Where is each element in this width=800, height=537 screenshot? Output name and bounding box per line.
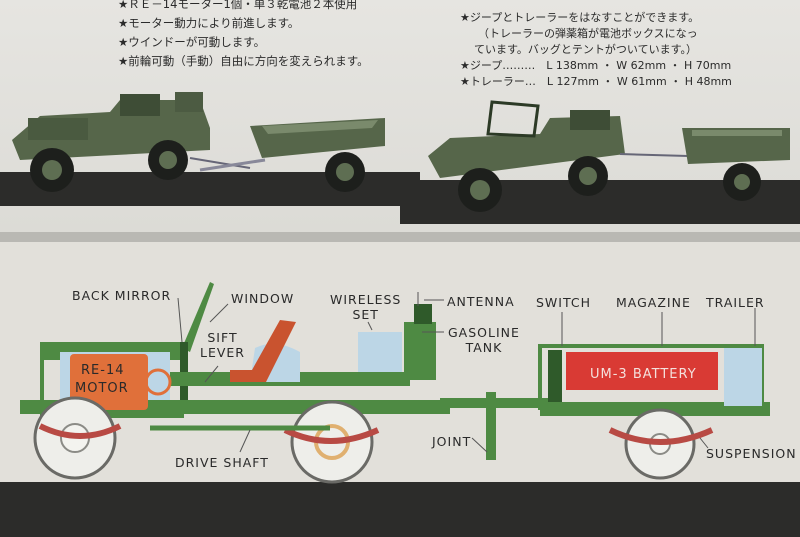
photo-panel: ★ＲＥ－14モーター1個・単３乾電池２本使用 ★モーター動力により前進します。 … [0,0,800,232]
feature-line: （トレーラーの弾薬箱が電池ボックスになっ [478,27,698,40]
feature-line: ★ＲＥ－14モーター1個・単３乾電池２本使用 [118,0,358,11]
feature-line: ★ウインドーが可動します。 [118,35,266,49]
feature-list-left: ★ＲＥ－14モーター1個・単３乾電池２本使用 ★モーター動力により前進します。 … [118,0,369,71]
label-trailer: TRAILER [706,295,765,310]
label-drive-shaft: DRIVE SHAFT [175,455,269,470]
feature-line: ています。バッグとテントがついています。） [474,43,697,56]
feature-line: ★モーター動力により前進します。 [118,16,300,30]
ground-strip [0,482,800,537]
joint-post [486,392,496,460]
label-wireless-set: WIRELESS SET [330,292,402,322]
trailer-spring [608,427,714,445]
driver-seat [230,320,296,382]
label-back-mirror: BACK MIRROR [72,288,172,303]
label-window: WINDOW [231,291,295,306]
label-sift-lever: SIFT LEVER [200,330,245,360]
feature-line: ★前輪可動（手動）自由に方向を変えられます。 [118,54,369,68]
cutaway-diagram [0,282,800,537]
label-battery: UM-3 BATTERY [590,367,697,382]
rear-spring [283,427,380,444]
dimension-line-jeep: ★ジープ……… L 138mm ・ W 62mm ・ H 70mm [460,59,732,72]
feature-list-right: ★ジープとトレーラーをはなすことができます。 （トレーラーの弾薬箱が電池ボックス… [460,10,732,90]
label-joint: JOINT [432,434,472,449]
jeep-model-photo-right [428,100,790,212]
label-gasoline-tank: GASOLINE TANK [448,325,520,355]
panel-divider [0,232,800,242]
label-antenna: ANTENNA [447,294,515,309]
dimension-line-trailer: ★トレーラー… L 127mm ・ W 61mm ・ H 48mm [460,75,732,88]
battery-box [566,352,718,390]
wireless-set-box [358,332,402,372]
feature-line: ★ジープとトレーラーをはなすことができます。 [460,11,700,24]
label-switch: SWITCH [536,295,592,310]
motor-box [70,354,148,410]
label-motor: RE-14 MOTOR [75,363,129,396]
front-spring [38,423,122,439]
motor-gear [144,368,172,396]
label-suspension: SUSPENSION [706,446,797,461]
leader-lines [177,292,756,453]
jeep-model-photo-left [12,92,385,192]
label-magazine: MAGAZINE [616,295,691,310]
